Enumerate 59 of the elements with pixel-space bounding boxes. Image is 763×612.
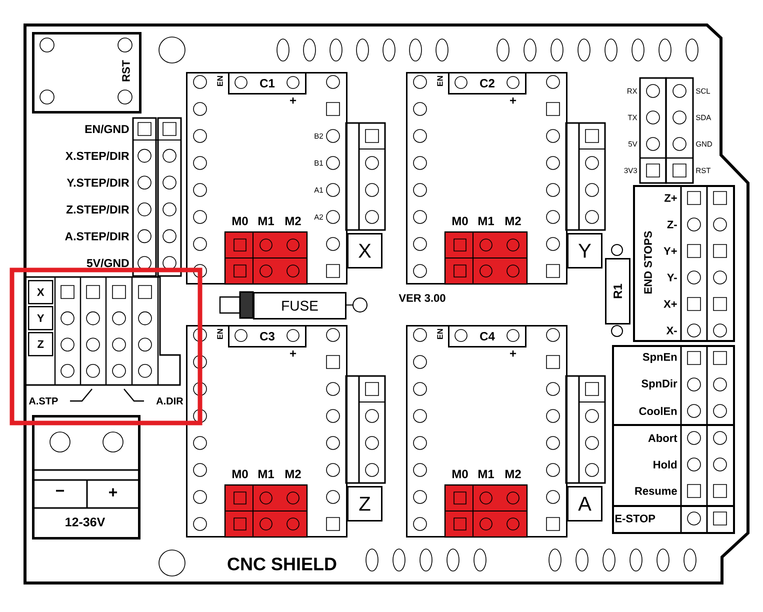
- capacitor-footprint: C3: [228, 325, 306, 348]
- pin-label: A.STP: [28, 397, 58, 405]
- jumper-label-cell: X: [28, 280, 54, 304]
- pin-label: SpnDir: [642, 379, 678, 390]
- pin-label: +: [510, 350, 516, 357]
- pin-label: +: [290, 350, 296, 357]
- capacitor-footprint: C2: [448, 72, 526, 94]
- pin-label: Y-: [667, 274, 677, 282]
- pin-label: Y+: [664, 247, 677, 255]
- axis-label-box: Z: [347, 486, 382, 522]
- pin-label: Resume: [635, 487, 677, 495]
- pin-label: Z+: [664, 194, 677, 202]
- pin-label: Z.STEP/DIR: [66, 205, 130, 214]
- pin-label: +: [510, 97, 516, 104]
- pin-label: CoolEn: [639, 406, 677, 416]
- pin-label: M2: [505, 216, 521, 226]
- capacitor-footprint: C4: [448, 325, 526, 348]
- pin-label: EN/GND: [85, 124, 129, 134]
- board-title: CNC SHIELD: [228, 558, 336, 570]
- pin-label: M2: [285, 470, 301, 478]
- axis-label-box: Y: [567, 233, 602, 268]
- pin-label: M2: [505, 470, 521, 478]
- pin-label: Z-: [667, 220, 677, 228]
- pin-label: 5V/GND: [86, 258, 129, 268]
- pin-label: M0: [232, 216, 248, 226]
- pin-label: +: [109, 488, 118, 496]
- pin-label: M1: [258, 216, 274, 226]
- pin-label: 12-36V: [66, 518, 106, 526]
- pin-label: Abort: [648, 434, 678, 442]
- pin-label: RST: [122, 60, 130, 82]
- pin-label: EN: [437, 328, 443, 340]
- pin-label: M1: [478, 470, 494, 478]
- pin-label: Y.STEP/DIR: [66, 178, 130, 187]
- pin-label: END STOPS: [644, 231, 652, 294]
- pin-label: M0: [452, 470, 468, 478]
- jumper-label-cell: Z: [28, 332, 54, 356]
- pin-label: X.STEP/DIR: [66, 152, 130, 160]
- pin-label: E-STOP: [615, 514, 656, 522]
- pin-label: M2: [285, 216, 301, 226]
- pin-label: X-: [666, 326, 677, 334]
- pin-label: M0: [452, 216, 468, 226]
- pin-label: A.STEP/DIR: [65, 232, 130, 240]
- pin-label: −: [56, 490, 64, 492]
- version-label: VER 3.00: [398, 294, 446, 302]
- axis-label-box: X: [347, 233, 382, 268]
- pin-label: A.DIR: [156, 398, 184, 404]
- pin-label: SpnEn: [642, 353, 677, 363]
- pin-label: +: [290, 97, 296, 104]
- pin-label: EN: [437, 76, 443, 86]
- pin-label: M0: [232, 470, 248, 478]
- pin-label: EN: [217, 76, 223, 86]
- axis-label-box: A: [567, 486, 602, 522]
- pin-label: M1: [258, 470, 274, 478]
- pin-label: X+: [664, 300, 677, 308]
- pin-label: Hold: [654, 460, 677, 469]
- jumper-label-cell: Y: [28, 306, 54, 330]
- pin-label: M1: [478, 216, 494, 226]
- capacitor-footprint: C1: [228, 72, 306, 94]
- pin-label: EN: [217, 328, 223, 340]
